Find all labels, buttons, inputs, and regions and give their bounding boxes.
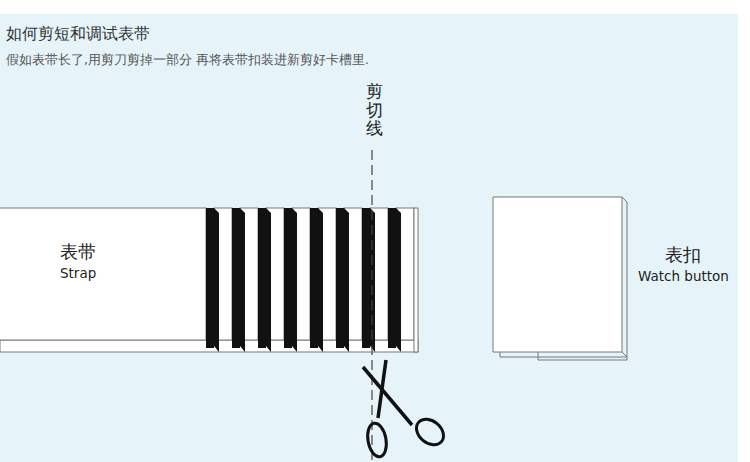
subtitle-note: 假如表带长了,用剪刀剪掉一部分 再将表带扣装进新剪好卡槽里. — [6, 52, 369, 69]
notch-shadow — [292, 208, 297, 352]
notch-gap — [284, 208, 292, 348]
part-name: 表扣 — [638, 243, 729, 267]
scissors-icon — [363, 360, 449, 458]
strap-box: 表带Strap — [0, 208, 206, 340]
diagram-title: 如何剪短和调试表带 — [6, 24, 150, 45]
notch-shadow — [266, 208, 271, 352]
buckle-slot — [538, 352, 627, 360]
buckle-body — [493, 197, 622, 352]
strap-body — [0, 208, 206, 340]
notch-gap — [258, 208, 266, 348]
part-name-english: Strap — [60, 264, 96, 282]
notch-gap — [310, 208, 318, 348]
notch-gap — [232, 208, 240, 348]
notch-gap — [336, 208, 344, 348]
strap-notches — [206, 208, 418, 352]
notch-gap — [362, 208, 370, 348]
notch-shadow — [396, 208, 401, 352]
notch-shadow — [344, 208, 349, 352]
buckle-box: 表扣Watch button — [493, 197, 622, 352]
notch-shadow — [214, 208, 219, 352]
notch-gap — [206, 208, 214, 348]
strap-end — [414, 208, 418, 352]
buckle-edge — [500, 197, 627, 357]
notch-shadow — [318, 208, 323, 352]
cut-line — [371, 150, 372, 462]
cut-line-label: 剪切线 — [366, 82, 383, 138]
notch-gap — [388, 208, 396, 348]
part-name-english: Watch button — [638, 267, 729, 285]
notch-shadow — [240, 208, 245, 352]
part-name: 表带 — [60, 240, 96, 264]
